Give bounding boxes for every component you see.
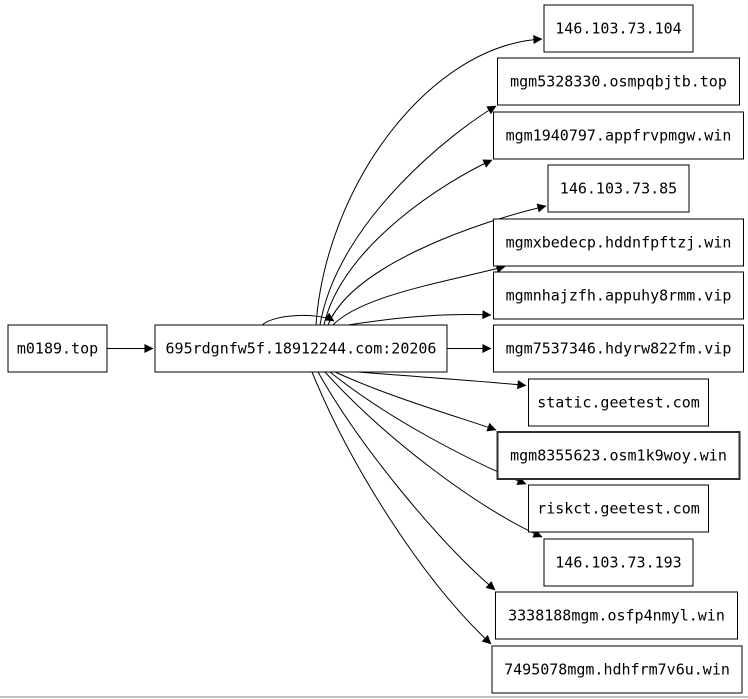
edge-central-to-target-3 (323, 159, 493, 326)
node-target-1: 146.103.73.104 (543, 4, 694, 53)
node-source-box (7, 324, 108, 373)
node-target-8: static.geetest.com (528, 378, 709, 427)
edge-central-to-target-5 (332, 264, 506, 326)
node-target-10-label: riskct.geetest.com (537, 500, 700, 518)
node-target-7-box (493, 324, 744, 373)
edge-central-to-target-1 (315, 34, 543, 326)
node-target-4: 146.103.73.85 (547, 164, 690, 213)
node-target-1-label: 146.103.73.104 (555, 20, 681, 38)
edge-central-to-target-12 (317, 371, 496, 591)
node-target-4-label: 146.103.73.85 (560, 180, 677, 198)
node-central-box (154, 324, 448, 373)
edge-central-to-target-9 (334, 371, 497, 432)
node-target-13: 7495078mgm.hdhfrm7v6u.win (491, 645, 743, 694)
edge-central-to-target-11 (324, 371, 543, 538)
node-target-1-box (543, 4, 694, 53)
node-target-6-label: mgmnhajzfh.appuhy8rmm.vip (506, 287, 732, 305)
node-target-2-box (497, 57, 740, 106)
node-target-11-box (543, 538, 694, 587)
edge-central-to-target-4 (327, 203, 547, 326)
edge-central-to-target-6 (347, 310, 492, 326)
node-target-9-label: mgm8355623.osm1k9woy.win (510, 447, 727, 465)
node-target-11-label: 146.103.73.193 (555, 554, 681, 572)
node-target-12-box (495, 591, 738, 640)
node-target-2-label: mgm5328330.osmpqbjtb.top (510, 73, 727, 91)
window-edge (0, 696, 748, 698)
node-target-13-box (491, 645, 743, 694)
node-target-3-box (493, 111, 744, 160)
node-target-5-label: mgmxbedecp.hddnfpftzj.win (506, 234, 732, 252)
node-target-5-box (493, 218, 744, 267)
node-source: m0189.top (7, 324, 108, 373)
node-target-7: mgm7537346.hdyrw822fm.vip (493, 324, 744, 373)
node-target-8-label: static.geetest.com (537, 394, 700, 412)
node-target-3-label: mgm1940797.appfrvpmgw.win (506, 127, 732, 145)
node-target-10: riskct.geetest.com (528, 484, 709, 533)
node-target-6: mgmnhajzfh.appuhy8rmm.vip (493, 271, 744, 320)
node-target-9-box (496, 431, 741, 480)
node-target-5: mgmxbedecp.hddnfpftzj.win (493, 218, 744, 267)
node-central-label: 695rdgnfw5f.18912244.com:20206 (166, 340, 437, 358)
node-target-6-box (493, 271, 744, 320)
edge-central-to-target-2 (319, 105, 497, 326)
node-target-13-label: 7495078mgm.hdhfrm7v6u.win (504, 661, 730, 679)
node-target-2: mgm5328330.osmpqbjtb.top (497, 57, 740, 106)
node-source-label: m0189.top (17, 340, 98, 358)
node-target-12: 3338188mgm.osfp4nmyl.win (495, 591, 738, 640)
node-target-10-box (528, 484, 709, 533)
edge-central-self-loop (261, 312, 335, 326)
node-target-4-box (547, 164, 690, 213)
node-target-11: 146.103.73.193 (543, 538, 694, 587)
edge-central-to-target-13 (311, 371, 492, 645)
node-target-9: mgm8355623.osm1k9woy.win (496, 431, 741, 480)
node-target-7-label: mgm7537346.hdyrw822fm.vip (506, 340, 732, 358)
node-target-3: mgm1940797.appfrvpmgw.win (493, 111, 744, 160)
node-target-12-label: 3338188mgm.osfp4nmyl.win (508, 607, 725, 625)
node-target-8-box (528, 378, 709, 427)
edge-central-to-target-8 (357, 371, 527, 390)
node-central: 695rdgnfw5f.18912244.com:20206 (154, 324, 448, 373)
